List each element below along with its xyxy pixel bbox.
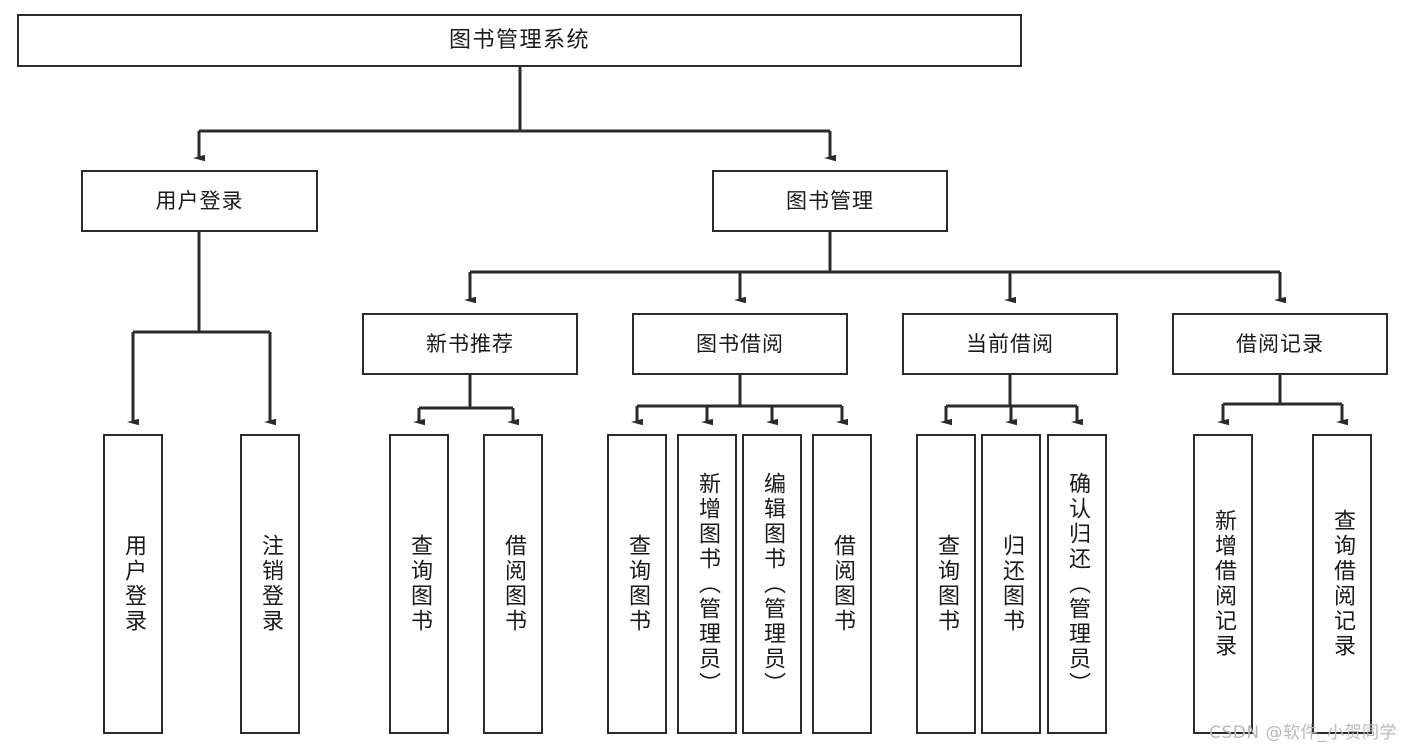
node-label: 查询图书 <box>625 534 650 634</box>
node-label: 确认归还（管理员） <box>1065 471 1090 697</box>
watermark-text: CSDN @软件_小贺同学 <box>1209 723 1397 743</box>
node-label: 借阅记录 <box>1236 331 1324 356</box>
leaf-add-book-admin[interactable]: 新增图书（管理员） <box>677 434 737 734</box>
leaf-borrow-book-recommend[interactable]: 借阅图书 <box>483 434 543 734</box>
node-label: 用户登录 <box>155 188 244 213</box>
node-book-manage[interactable]: 图书管理 <box>712 170 948 232</box>
node-label: 注销登录 <box>258 534 283 634</box>
node-label: 借阅图书 <box>501 534 526 634</box>
leaf-query-borrow-record[interactable]: 查询借阅记录 <box>1312 434 1372 734</box>
node-label: 图书管理 <box>786 188 874 213</box>
node-label: 编辑图书（管理员） <box>760 471 785 697</box>
node-label: 当前借阅 <box>966 331 1054 356</box>
leaf-logout-login[interactable]: 注销登录 <box>240 434 300 734</box>
node-label: 查询图书 <box>407 534 432 634</box>
leaf-return-book[interactable]: 归还图书 <box>981 434 1041 734</box>
node-label: 归还图书 <box>999 534 1024 634</box>
node-book-borrow[interactable]: 图书借阅 <box>632 313 848 375</box>
leaf-query-book-recommend[interactable]: 查询图书 <box>389 434 449 734</box>
node-label: 图书借阅 <box>696 331 784 356</box>
node-label: 新增图书（管理员） <box>695 471 720 697</box>
leaf-query-book-borrow[interactable]: 查询图书 <box>607 434 667 734</box>
node-root-system[interactable]: 图书管理系统 <box>17 14 1022 67</box>
node-new-book-recommend[interactable]: 新书推荐 <box>362 313 578 375</box>
node-label: 查询借阅记录 <box>1330 509 1355 659</box>
node-label: 新增借阅记录 <box>1211 509 1236 659</box>
leaf-query-book-current[interactable]: 查询图书 <box>916 434 976 734</box>
node-user-login[interactable]: 用户登录 <box>81 170 318 232</box>
leaf-edit-book-admin[interactable]: 编辑图书（管理员） <box>742 434 802 734</box>
leaf-borrow-book-borrow[interactable]: 借阅图书 <box>812 434 872 734</box>
node-label: 新书推荐 <box>426 331 514 356</box>
node-borrow-record[interactable]: 借阅记录 <box>1172 313 1388 375</box>
node-label: 借阅图书 <box>830 534 855 634</box>
leaf-user-login[interactable]: 用户登录 <box>103 434 163 734</box>
leaf-add-borrow-record[interactable]: 新增借阅记录 <box>1193 434 1253 734</box>
node-label: 用户登录 <box>121 534 146 634</box>
node-current-borrow[interactable]: 当前借阅 <box>902 313 1118 375</box>
leaf-confirm-return-admin[interactable]: 确认归还（管理员） <box>1047 434 1107 734</box>
node-label: 查询图书 <box>934 534 959 634</box>
node-label: 图书管理系统 <box>448 27 590 53</box>
